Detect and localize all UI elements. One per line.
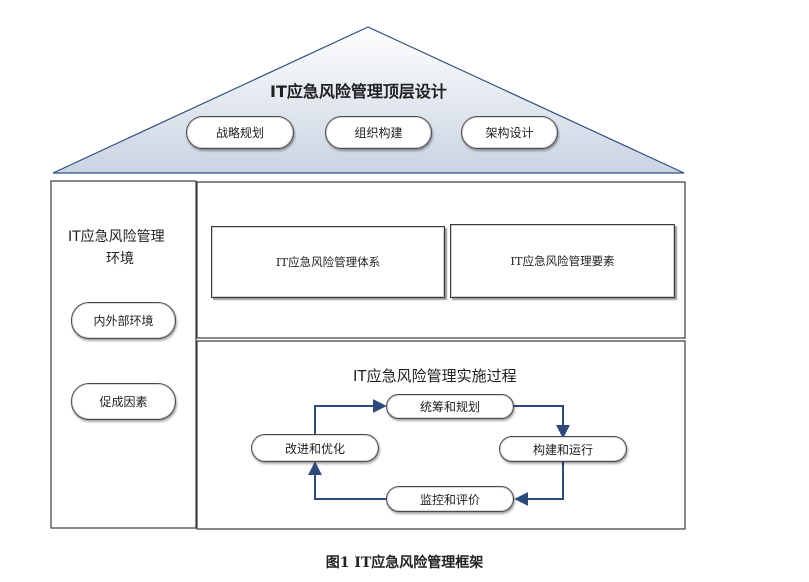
system-box-framework: IT应急风险管理体系 [211, 226, 445, 298]
arrow-plan-to-build [512, 405, 570, 439]
environment-item-enablers: 促成因素 [71, 383, 176, 420]
roof-title: IT应急风险管理顶层设计 [270, 82, 447, 101]
system-box-elements: IT应急风险管理要素 [450, 224, 675, 298]
roof-item-organization: 组织构建 [325, 116, 432, 149]
arrow-monitor-to-improve [308, 461, 386, 500]
environment-panel [50, 180, 197, 529]
process-step-improve: 改进和优化 [251, 434, 379, 462]
environment-title-line2: 环境 [106, 251, 134, 267]
process-title: IT应急风险管理实施过程 [353, 367, 517, 385]
process-step-build: 构建和运行 [499, 436, 627, 462]
environment-item-internal-external: 内外部环境 [71, 302, 176, 339]
process-step-plan: 统筹和规划 [386, 394, 514, 419]
process-step-monitor: 监控和评价 [386, 486, 514, 512]
figure-caption: 图1 IT应急风险管理框架 [325, 555, 484, 571]
arrow-improve-to-plan [314, 399, 387, 434]
arrow-build-to-monitor [514, 462, 564, 506]
roof-item-architecture: 架构设计 [461, 116, 558, 149]
environment-title-line1: IT应急风险管理 [68, 229, 165, 245]
roof-item-strategy: 战略规划 [186, 116, 294, 149]
